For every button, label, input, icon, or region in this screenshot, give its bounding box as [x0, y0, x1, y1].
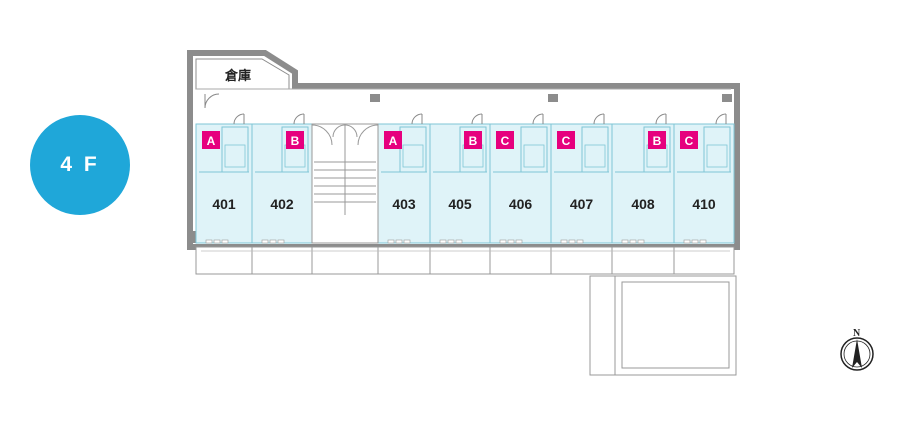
room-type-label: A — [207, 134, 216, 148]
room-406: C 406 — [489, 113, 552, 244]
bath-tub — [584, 144, 606, 168]
window-mark — [637, 239, 645, 244]
floor-label: 4 F — [60, 153, 100, 176]
room-number: 408 — [631, 196, 655, 212]
column — [370, 94, 380, 102]
door-swing — [293, 113, 305, 125]
room-type-badge-bg — [202, 131, 220, 149]
room-type-badge: A — [202, 131, 220, 149]
room-type-badge-bg — [384, 131, 402, 149]
door-swing — [655, 113, 667, 125]
compass: N — [840, 328, 874, 371]
room-number: 403 — [392, 196, 416, 212]
storage-label: 倉庫 — [224, 68, 251, 84]
room-type-label: C — [685, 134, 694, 148]
room-type-label: B — [291, 134, 300, 148]
room-type-badge: C — [496, 131, 514, 149]
room-type-badge: C — [680, 131, 698, 149]
stairwell — [311, 123, 379, 244]
room-type-badge-bg — [496, 131, 514, 149]
window-mark — [261, 239, 269, 244]
room-type-badge: B — [464, 131, 482, 149]
door-swing — [532, 113, 544, 125]
door-swing — [715, 113, 727, 125]
window-mark — [507, 239, 515, 244]
window-mark — [560, 239, 568, 244]
room-type-label: C — [562, 134, 571, 148]
balcony — [195, 246, 735, 275]
window-mark — [576, 239, 584, 244]
room-type-label: B — [469, 134, 478, 148]
window-mark — [205, 239, 213, 244]
room-type-label: C — [501, 134, 510, 148]
window-mark — [691, 239, 699, 244]
column — [548, 94, 558, 102]
window-mark — [621, 239, 629, 244]
room-401: A 401 — [195, 113, 253, 244]
room-type-badge-bg — [286, 131, 304, 149]
room-408: B 408 — [611, 113, 675, 244]
room-number: 410 — [692, 196, 716, 212]
compass-label: N — [853, 328, 861, 339]
window-mark — [439, 239, 447, 244]
room-number: 401 — [212, 196, 236, 212]
room-number: 407 — [570, 196, 594, 212]
room-number: 402 — [270, 196, 294, 212]
window-mark — [447, 239, 455, 244]
window-mark — [213, 239, 221, 244]
room-type-label: A — [389, 134, 398, 148]
compass-ring — [840, 337, 874, 371]
door-swing — [593, 113, 605, 125]
window-mark — [455, 239, 463, 244]
window-mark — [395, 239, 403, 244]
bath-tub — [402, 144, 424, 168]
bath-tub — [706, 144, 728, 168]
room-402: B 402 — [251, 113, 313, 244]
door-swing — [471, 113, 483, 125]
room-number: 406 — [509, 196, 533, 212]
room-type-badge-bg — [680, 131, 698, 149]
window-mark — [403, 239, 411, 244]
door-swing — [411, 113, 423, 125]
room-405: B 405 — [429, 113, 491, 244]
extension-inner — [621, 281, 730, 369]
bath-tub — [224, 144, 246, 168]
room-type-badge-bg — [648, 131, 666, 149]
room-403: A 403 — [377, 113, 431, 244]
room-407: C 407 — [550, 113, 613, 244]
window-mark — [515, 239, 523, 244]
storage-room — [195, 58, 290, 90]
room-type-badge: C — [557, 131, 575, 149]
room-type-badge: A — [384, 131, 402, 149]
window-mark — [269, 239, 277, 244]
window-mark — [629, 239, 637, 244]
door-swing — [233, 113, 245, 125]
window-mark — [221, 239, 229, 244]
column — [722, 94, 732, 102]
room-number: 405 — [448, 196, 472, 212]
window-mark — [568, 239, 576, 244]
room-410: C 410 — [673, 113, 735, 244]
extension-outer — [589, 275, 737, 376]
room-type-label: B — [653, 134, 662, 148]
floor-badge: 4 F — [30, 115, 130, 215]
room-type-badge-bg — [464, 131, 482, 149]
room-type-badge-bg — [557, 131, 575, 149]
window-mark — [499, 239, 507, 244]
room-type-badge: B — [648, 131, 666, 149]
window-mark — [699, 239, 707, 244]
bath-tub — [523, 144, 545, 168]
window-mark — [277, 239, 285, 244]
room-type-badge: B — [286, 131, 304, 149]
window-mark — [683, 239, 691, 244]
compass-needle-icon — [852, 339, 862, 368]
window-mark — [387, 239, 395, 244]
